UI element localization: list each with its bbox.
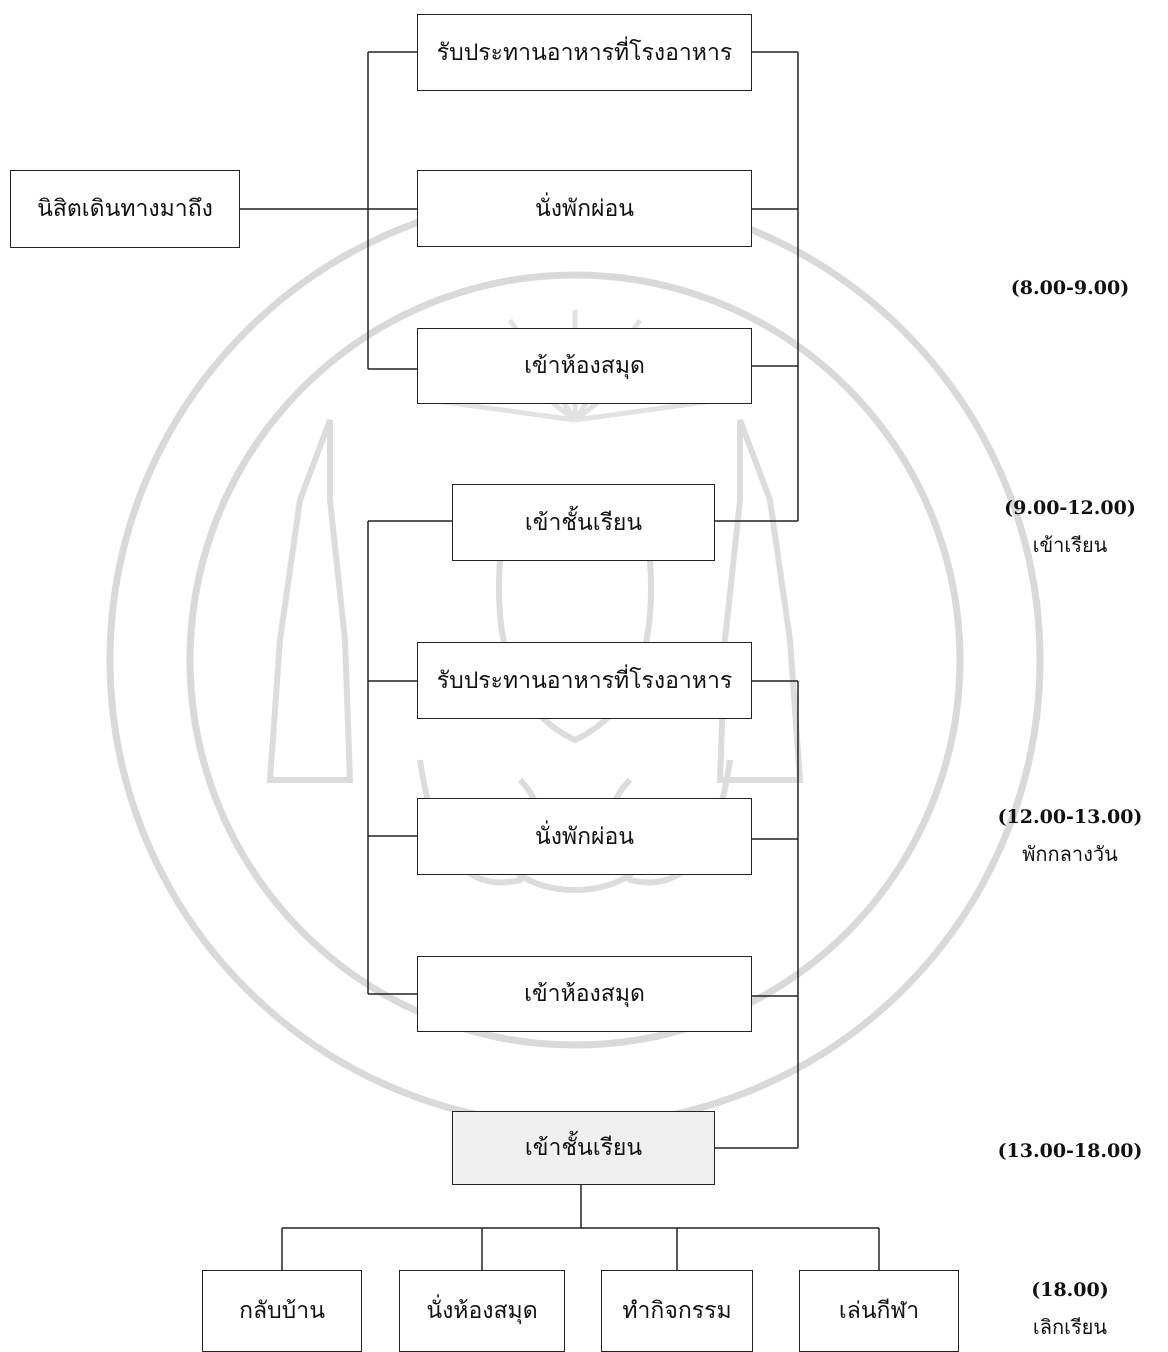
evening-option-box-activity: ทำกิจกรรม (601, 1270, 753, 1352)
time-annotation-lunch: (12.00-13.00) พักกลางวัน (980, 806, 1160, 870)
box-label: เข้าชั้นเรียน (524, 509, 643, 536)
box-label: กลับบ้าน (239, 1298, 325, 1324)
box-label: นั่งพักผ่อน (534, 195, 635, 222)
time-label: เลิกเรียน (1032, 1315, 1108, 1339)
noon-option-box-eat: รับประทานอาหารที่โรงอาหาร (417, 642, 752, 719)
time-annotation-end: (18.00) เลิกเรียน (980, 1279, 1160, 1343)
time-annotation-class-afternoon: (13.00-18.00) (980, 1140, 1160, 1162)
time-label: พักกลางวัน (1022, 842, 1118, 866)
box-label: เข้าห้องสมุด (524, 353, 645, 379)
evening-option-box-sport: เล่นกีฬา (799, 1270, 959, 1352)
time-annotation-morning: (8.00-9.00) (980, 277, 1160, 299)
time-range: (18.00) (1031, 1279, 1109, 1301)
noon-option-box-library: เข้าห้องสมุด (417, 956, 752, 1032)
box-label: รับประทานอาหารที่โรงอาหาร (436, 667, 733, 694)
box-label: รับประทานอาหารที่โรงอาหาร (436, 39, 733, 66)
morning-option-box-library: เข้าห้องสมุด (417, 328, 752, 404)
box-label: เล่นกีฬา (838, 1298, 920, 1324)
evening-option-box-home: กลับบ้าน (202, 1270, 362, 1352)
box-label: ทำกิจกรรม (622, 1298, 732, 1324)
time-range: (9.00-12.00) (1004, 497, 1136, 519)
time-annotation-class-morning: (9.00-12.00) เข้าเรียน (980, 497, 1160, 561)
class-afternoon-box: เข้าชั้นเรียน (452, 1111, 715, 1185)
morning-option-box-eat: รับประทานอาหารที่โรงอาหาร (417, 14, 752, 91)
box-label: นั่งพักผ่อน (534, 823, 635, 850)
start-box: นิสิตเดินทางมาถึง (10, 170, 240, 248)
class-morning-box: เข้าชั้นเรียน (452, 484, 715, 561)
start-label: นิสิตเดินทางมาถึง (37, 196, 213, 222)
time-range: (12.00-13.00) (997, 806, 1143, 828)
evening-option-box-library: นั่งห้องสมุด (399, 1270, 565, 1352)
noon-option-box-rest: นั่งพักผ่อน (417, 798, 752, 875)
box-label: เข้าชั้นเรียน (524, 1135, 643, 1161)
box-label: นั่งห้องสมุด (426, 1298, 538, 1324)
morning-option-box-rest: นั่งพักผ่อน (417, 170, 752, 247)
time-range: (8.00-9.00) (1010, 277, 1130, 299)
time-range: (13.00-18.00) (997, 1140, 1143, 1162)
time-label: เข้าเรียน (1032, 533, 1108, 557)
box-label: เข้าห้องสมุด (524, 981, 645, 1007)
